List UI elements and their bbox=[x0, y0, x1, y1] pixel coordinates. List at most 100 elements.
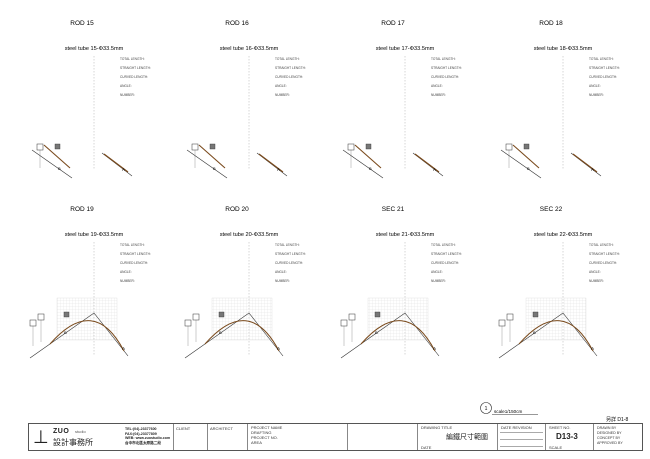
marker-square bbox=[29, 319, 37, 327]
project-no-label: PROJECT NO. bbox=[251, 435, 278, 440]
company-address: 台中市北區太原路二段 bbox=[125, 440, 161, 445]
tube-segment bbox=[103, 153, 129, 173]
panel-rod-label: ROD 17 bbox=[381, 20, 405, 27]
spec-label: NUMBER: bbox=[120, 93, 135, 97]
marker-square bbox=[36, 143, 44, 151]
point-a-label: A bbox=[591, 167, 594, 172]
point-a-label: A bbox=[433, 167, 436, 172]
marker-square-filled bbox=[365, 143, 372, 150]
tube-segment bbox=[43, 144, 71, 169]
panel-rod-label: ROD 16 bbox=[225, 20, 249, 27]
approved-label: APPROVED bbox=[597, 441, 617, 445]
tube-segment bbox=[572, 153, 598, 173]
architect-label: ARCHITECT bbox=[210, 426, 233, 431]
spec-label: CURVED LENGTH: bbox=[589, 261, 617, 265]
spec-label: STRAIGHT LENGTH: bbox=[120, 252, 151, 256]
scale-text: scale1/150cm bbox=[494, 409, 523, 414]
panel-tube-label: steel tube 17-Φ33.5mm bbox=[376, 46, 435, 52]
logo-brand: ZUO bbox=[53, 428, 70, 435]
panel-rod-label: SEC 22 bbox=[540, 206, 563, 213]
spec-label: CURVED LENGTH: bbox=[275, 261, 303, 265]
signoff-cell: DRAWN BY DESIGNED BY CONCEPT BY APPROVED… bbox=[593, 424, 644, 450]
title-block: ⊥ ZUO studio 設計事務所 TEL:(04)-23377600 FAX… bbox=[28, 423, 643, 451]
spec-label: NUMBER: bbox=[589, 279, 604, 283]
tube-segment bbox=[258, 153, 284, 173]
spec-label: NUMBER: bbox=[120, 279, 135, 283]
company-tel: TEL:(04)-23377600 bbox=[125, 427, 157, 431]
panel-rod-label: SEC 21 bbox=[382, 206, 405, 213]
panel-tube-label: steel tube 18-Φ33.5mm bbox=[534, 46, 593, 52]
point-b-label: B bbox=[64, 330, 67, 335]
guide-line bbox=[31, 149, 73, 179]
sheet-no-label: SHEET NO. bbox=[549, 425, 571, 430]
date-revision-label: DATE REVISION bbox=[501, 425, 532, 430]
spec-label: CURVED LENGTH: bbox=[431, 261, 459, 265]
blank-cell bbox=[347, 424, 417, 450]
spec-label: ANGLE: bbox=[589, 270, 601, 274]
tube-curve bbox=[518, 320, 594, 352]
date-revision-cell: DATE REVISION bbox=[497, 424, 545, 450]
concept-by: BY bbox=[615, 436, 621, 440]
guide-line bbox=[500, 149, 542, 179]
panel-tube-label: steel tube 15-Φ33.5mm bbox=[65, 46, 124, 52]
drafting-label: DRAFTING bbox=[251, 430, 272, 435]
logo-mark-icon: ⊥ bbox=[33, 427, 49, 448]
sheet-number: D13-3 bbox=[556, 432, 578, 441]
company-fax: FAX:(04)-23377809 bbox=[125, 431, 157, 436]
tube-curve bbox=[360, 320, 436, 352]
marker-square bbox=[505, 143, 513, 151]
spec-label: CURVED LENGTH: bbox=[589, 75, 617, 79]
designed-by: BY bbox=[616, 431, 622, 435]
tube-segment bbox=[414, 153, 440, 173]
point-b-label: B bbox=[375, 330, 378, 335]
project-name-label: PROJECT NAME bbox=[251, 425, 283, 430]
marker-square bbox=[347, 143, 355, 151]
tube-segment bbox=[198, 144, 226, 169]
architect-cell: ARCHITECT bbox=[207, 424, 247, 450]
spec-label: STRAIGHT LENGTH: bbox=[589, 66, 620, 70]
scale-marker-circle bbox=[480, 402, 492, 414]
project-cell: PROJECT NAME DRAFTING PROJECT NO. AREA bbox=[247, 424, 347, 450]
drawing-title-label: DRAWING TITLE bbox=[421, 425, 453, 430]
company-web: WEB: www.zuostudio.com bbox=[125, 436, 171, 441]
company-name-cn: 設計事務所 bbox=[53, 438, 93, 447]
marker-square-filled bbox=[63, 311, 70, 318]
spec-label: TOTAL LENGTH: bbox=[120, 57, 145, 61]
spec-label: NUMBER: bbox=[275, 93, 290, 97]
panel-rod-label: ROD 15 bbox=[70, 20, 94, 27]
spec-label: ANGLE: bbox=[275, 270, 287, 274]
marker-square-filled bbox=[209, 143, 216, 150]
tube-segment bbox=[354, 144, 382, 169]
logo-brand-sub: studio bbox=[75, 429, 86, 434]
grid-backdrop bbox=[56, 297, 118, 341]
sheet-no-cell: SHEET NO. D13-3 SCALE bbox=[545, 424, 593, 450]
spec-label: NUMBER: bbox=[431, 279, 446, 283]
guide-line bbox=[342, 149, 384, 179]
tube-curve bbox=[49, 320, 125, 352]
point-a-label: A bbox=[122, 167, 125, 172]
panel-tube-label: steel tube 20-Φ33.5mm bbox=[220, 232, 279, 238]
drawing-title: 編鐵尺寸範圍 bbox=[446, 433, 488, 441]
point-b-label: B bbox=[213, 166, 216, 171]
spec-label: TOTAL LENGTH: bbox=[275, 243, 300, 247]
panel-rod-label: ROD 18 bbox=[539, 20, 563, 27]
panel-rod-label: ROD 20 bbox=[225, 206, 249, 213]
drawing-title-cell: DRAWING TITLE 編鐵尺寸範圍 DATE bbox=[417, 424, 497, 450]
spec-label: CURVED LENGTH: bbox=[275, 75, 303, 79]
spec-label: STRAIGHT LENGTH: bbox=[589, 252, 620, 256]
panel-tube-label: steel tube 22-Φ33.5mm bbox=[534, 232, 593, 238]
marker-square-filled bbox=[532, 311, 539, 318]
designed-label: DESIGNED bbox=[597, 431, 616, 435]
point-b-label: B bbox=[369, 166, 372, 171]
spec-label: ANGLE: bbox=[589, 84, 601, 88]
marker-square bbox=[191, 143, 199, 151]
point-b-label: B bbox=[533, 330, 536, 335]
date-label: DATE bbox=[421, 445, 432, 450]
